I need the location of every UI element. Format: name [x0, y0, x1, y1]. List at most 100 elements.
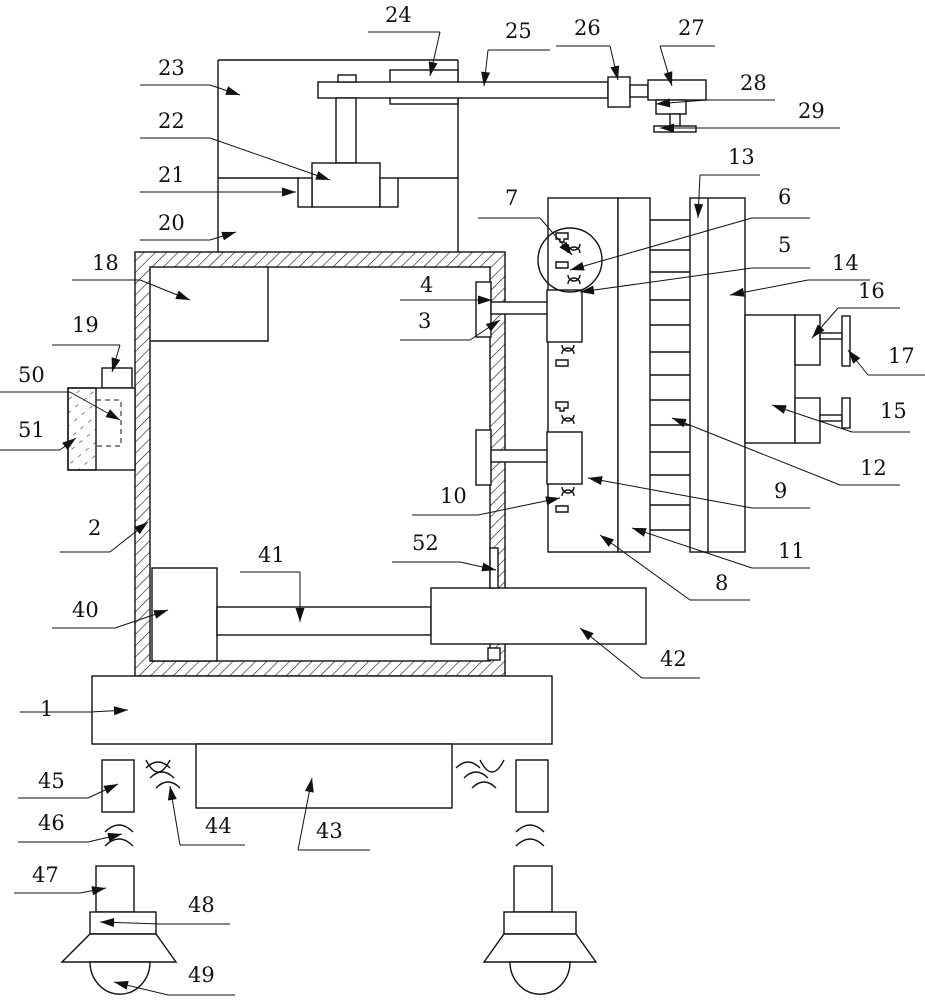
callout-2: 2 [60, 516, 149, 553]
callout-arrowhead [632, 528, 647, 537]
right-leg [455, 759, 598, 995]
callout-arrowhead [600, 535, 614, 547]
callout-19: 19 [52, 313, 121, 373]
callout-leader [599, 534, 691, 601]
callout-arrowhead [167, 786, 177, 801]
callout-arrowhead [295, 608, 305, 622]
part-18-block [150, 267, 269, 342]
callout-arrowhead [559, 241, 572, 255]
callout-arrowhead [282, 187, 296, 197]
callout-leader [209, 137, 331, 181]
upper-clamp [475, 227, 603, 367]
callout-arrowhead [134, 522, 148, 535]
callout-number: 50 [18, 363, 45, 387]
callout-21: 21 [140, 163, 296, 197]
callout-number: 43 [316, 819, 343, 843]
callout-27: 27 [659, 16, 715, 87]
callout-17: 17 [847, 344, 925, 376]
callout-arrowhead [62, 438, 76, 450]
callout-12: 12 [671, 417, 900, 486]
callout-leader [771, 404, 853, 433]
callout-arrowhead [848, 350, 861, 364]
callout-arrowhead [91, 886, 106, 896]
callout-arrowhead [730, 287, 745, 297]
callout-number: 10 [440, 484, 467, 508]
callout-arrowhead [588, 476, 603, 485]
callout-arrowhead [481, 71, 491, 86]
callout-arrowhead [113, 706, 128, 716]
callout-arrowhead [694, 203, 704, 218]
callout-number: 12 [860, 456, 887, 480]
callout-number: 51 [18, 418, 45, 442]
arm-assembly [297, 69, 707, 208]
callout-arrowhead [772, 405, 787, 414]
callout-leader [631, 527, 753, 569]
callout-number: 48 [188, 893, 215, 917]
callout-number: 4 [420, 273, 433, 297]
callout-50: 50 [0, 363, 121, 421]
callout-arrowhead [656, 98, 671, 108]
callout-1: 1 [20, 697, 129, 721]
callout-43: 43 [297, 777, 370, 851]
callout-arrowhead [610, 65, 620, 80]
callout-arrowhead [485, 320, 500, 332]
callout-arrowhead [428, 61, 438, 76]
callout-number: 11 [778, 539, 805, 563]
callout-15: 15 [771, 399, 910, 433]
callout-number: 7 [505, 186, 518, 210]
callout-52: 52 [392, 531, 497, 572]
callout-leader [587, 477, 753, 509]
callout-arrowhead [221, 231, 236, 241]
callout-number: 14 [832, 251, 859, 275]
callout-arrowhead [107, 832, 122, 842]
callout-leader [671, 417, 841, 486]
callout-number: 18 [92, 251, 119, 275]
callout-13: 13 [694, 145, 760, 219]
callout-arrowhead [570, 261, 585, 271]
callout-3: 3 [400, 309, 501, 341]
callout-9: 9 [587, 476, 810, 509]
callout-number: 49 [188, 963, 215, 987]
callout-26: 26 [556, 16, 620, 81]
right-assembly [547, 197, 851, 553]
callout-number: 29 [798, 99, 825, 123]
callout-24: 24 [368, 3, 441, 77]
callout-8: 8 [599, 534, 750, 601]
callout-49: 49 [113, 963, 235, 996]
callout-number: 1 [40, 697, 53, 721]
label-leaders: 1234567891011121314151617181920212223242… [0, 3, 925, 996]
callout-51: 51 [0, 418, 77, 451]
callout-number: 27 [678, 16, 705, 40]
callout-number: 28 [740, 71, 767, 95]
callout-number: 20 [158, 211, 185, 235]
callout-11: 11 [631, 527, 810, 569]
callout-10: 10 [412, 484, 561, 516]
drive-assembly [151, 547, 647, 662]
callout-number: 8 [715, 571, 728, 595]
callout-42: 42 [579, 627, 700, 679]
callout-leader [579, 267, 753, 293]
callout-number: 3 [418, 309, 431, 333]
callout-45: 45 [18, 769, 119, 799]
callout-arrowhead [114, 980, 129, 990]
callout-number: 2 [88, 516, 101, 540]
callout-number: 25 [505, 19, 532, 43]
callout-29: 29 [660, 99, 840, 133]
callout-arrowhead [580, 285, 595, 295]
callout-number: 19 [72, 313, 99, 337]
callout-18: 18 [72, 251, 191, 301]
callout-arrowhead [175, 290, 190, 300]
callout-14: 14 [729, 251, 870, 297]
callout-41: 41 [240, 543, 305, 622]
callout-arrowhead [478, 295, 492, 305]
callout-5: 5 [579, 233, 810, 295]
callout-47: 47 [14, 863, 107, 896]
callout-number: 26 [574, 16, 601, 40]
callout-arrowhead [663, 71, 673, 86]
callout-40: 40 [52, 598, 169, 629]
callout-number: 44 [205, 814, 232, 838]
callout-arrowhead [103, 784, 118, 794]
callout-22: 22 [140, 109, 331, 181]
callout-number: 42 [660, 647, 687, 671]
